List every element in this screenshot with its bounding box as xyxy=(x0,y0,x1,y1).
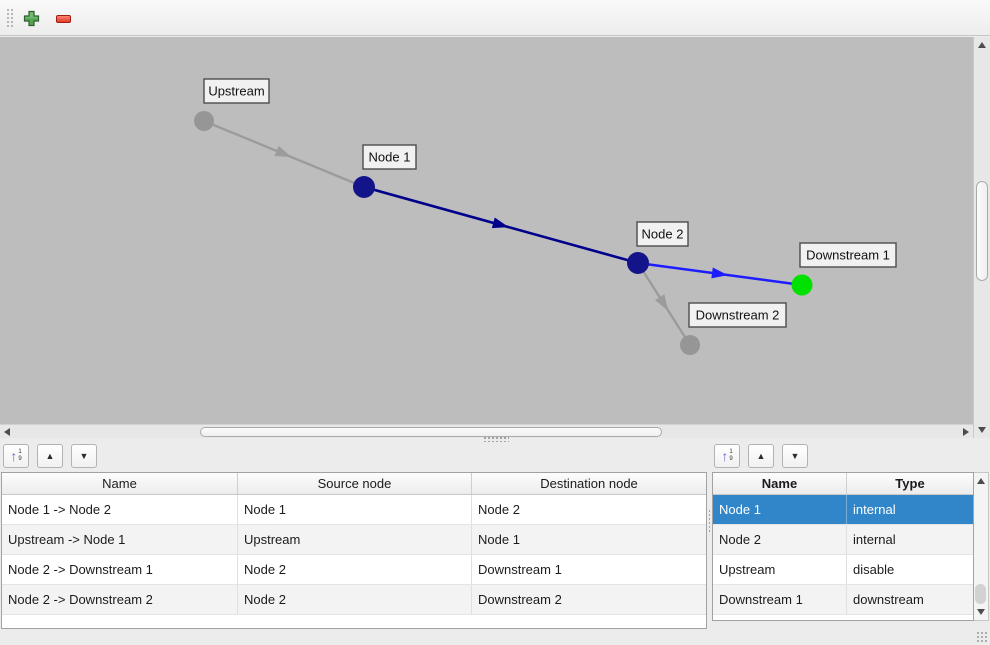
graph-node-label-node-2: Node 2 xyxy=(636,221,689,247)
table-cell: Node 2 xyxy=(238,585,472,614)
graph-node-label-upstream: Upstream xyxy=(203,78,270,104)
table-cell: Node 2 xyxy=(478,502,520,517)
table-cell: Downstream 1 xyxy=(478,562,562,577)
scroll-down-arrow-icon[interactable] xyxy=(978,427,986,433)
links-move-up-button[interactable]: ▲ xyxy=(37,444,63,468)
canvas-horizontal-scrollbar[interactable] xyxy=(0,424,973,438)
graph-node-downstream-2[interactable] xyxy=(680,335,700,355)
svg-text:Node 1: Node 1 xyxy=(369,150,411,165)
table-cell: downstream xyxy=(853,592,924,607)
table-cell: Node 2 xyxy=(238,555,472,584)
horizontal-pane-splitter[interactable] xyxy=(483,436,509,442)
table-cell: Node 1 xyxy=(713,495,847,524)
svg-text:Downstream 1: Downstream 1 xyxy=(806,248,890,263)
triangle-up-icon: ▲ xyxy=(45,450,55,461)
graph-node-label-node-1: Node 1 xyxy=(362,144,417,170)
graph-node-label-downstream-2: Downstream 2 xyxy=(688,302,787,328)
table-cell: Downstream 1 xyxy=(713,585,847,614)
table-cell: Upstream xyxy=(238,525,472,554)
links-move-down-button[interactable]: ▼ xyxy=(71,444,97,468)
edge-arrow-icon xyxy=(655,294,669,311)
svg-text:Downstream 2: Downstream 2 xyxy=(696,308,780,323)
table-row[interactable]: Downstream 1 downstream xyxy=(713,585,973,615)
edge-arrow-icon xyxy=(274,145,292,158)
add-button[interactable] xyxy=(19,7,43,30)
plus-icon xyxy=(23,10,39,27)
graph-node-node-1[interactable] xyxy=(353,176,375,198)
column-header-type[interactable]: Type xyxy=(895,476,925,491)
column-header-name[interactable]: Name xyxy=(2,473,238,494)
table-cell: Node 2 xyxy=(713,525,847,554)
column-header-source-node[interactable]: Source node xyxy=(238,473,472,494)
main-toolbar xyxy=(0,0,990,36)
links-table-header: Name Source node Destination node xyxy=(2,473,706,495)
svg-text:Upstream: Upstream xyxy=(208,84,264,99)
nodes-table-header: Name Type xyxy=(713,473,973,495)
triangle-up-icon: ▲ xyxy=(756,450,766,461)
graph-node-upstream[interactable] xyxy=(194,111,214,131)
nodes-table-scrollbar[interactable] xyxy=(974,472,989,621)
column-header-name[interactable]: Name xyxy=(713,473,847,494)
table-cell: internal xyxy=(853,532,896,547)
table-cell: Node 1 xyxy=(478,532,520,547)
triangle-down-icon: ▼ xyxy=(79,450,89,461)
empty-partial-row xyxy=(2,615,706,628)
scroll-down-arrow-icon[interactable] xyxy=(977,609,985,615)
column-header-destination-node[interactable]: Destination node xyxy=(540,476,638,491)
horizontal-scrollbar-thumb[interactable] xyxy=(200,427,662,437)
svg-text:Node 2: Node 2 xyxy=(642,227,684,242)
table-cell: Node 1 xyxy=(238,495,472,524)
empty-partial-row xyxy=(713,615,973,620)
table-cell: Downstream 2 xyxy=(478,592,562,607)
graph-node-downstream-1[interactable] xyxy=(791,274,813,296)
minus-icon xyxy=(55,14,71,23)
nodes-move-down-button[interactable]: ▼ xyxy=(782,444,808,468)
edge-arrow-icon xyxy=(491,217,509,229)
scroll-up-arrow-icon[interactable] xyxy=(978,42,986,48)
table-cell: internal xyxy=(853,502,896,517)
remove-button[interactable] xyxy=(51,7,75,30)
toolbar-drag-handle[interactable] xyxy=(6,8,15,29)
edge-arrow-icon xyxy=(711,267,728,279)
resize-grip[interactable] xyxy=(976,631,987,642)
triangle-down-icon: ▼ xyxy=(790,450,800,461)
scroll-right-arrow-icon[interactable] xyxy=(963,428,969,436)
table-cell: disable xyxy=(853,562,895,577)
table-cell: Node 2 -> Downstream 1 xyxy=(2,555,238,584)
scroll-up-arrow-icon[interactable] xyxy=(977,478,985,484)
vertical-scrollbar-thumb[interactable] xyxy=(976,181,988,281)
graph-node-label-downstream-1: Downstream 1 xyxy=(799,242,897,268)
nodes-move-up-button[interactable]: ▲ xyxy=(748,444,774,468)
graph-node-node-2[interactable] xyxy=(627,252,649,274)
canvas-vertical-scrollbar[interactable] xyxy=(973,37,990,438)
nodes-scrollbar-thumb[interactable] xyxy=(975,584,986,604)
scroll-left-arrow-icon[interactable] xyxy=(4,428,10,436)
vertical-pane-splitter[interactable] xyxy=(704,509,710,533)
table-cell: Upstream xyxy=(713,555,847,584)
table-row[interactable]: Node 2 internal xyxy=(713,525,973,555)
table-row[interactable]: Upstream disable xyxy=(713,555,973,585)
table-row[interactable]: Node 1 internal xyxy=(713,495,973,525)
table-cell: Node 1 -> Node 2 xyxy=(2,495,238,524)
table-cell: Upstream -> Node 1 xyxy=(2,525,238,554)
table-cell: Node 2 -> Downstream 2 xyxy=(2,585,238,614)
links-table: Name Source node Destination node Node 1… xyxy=(1,472,707,629)
